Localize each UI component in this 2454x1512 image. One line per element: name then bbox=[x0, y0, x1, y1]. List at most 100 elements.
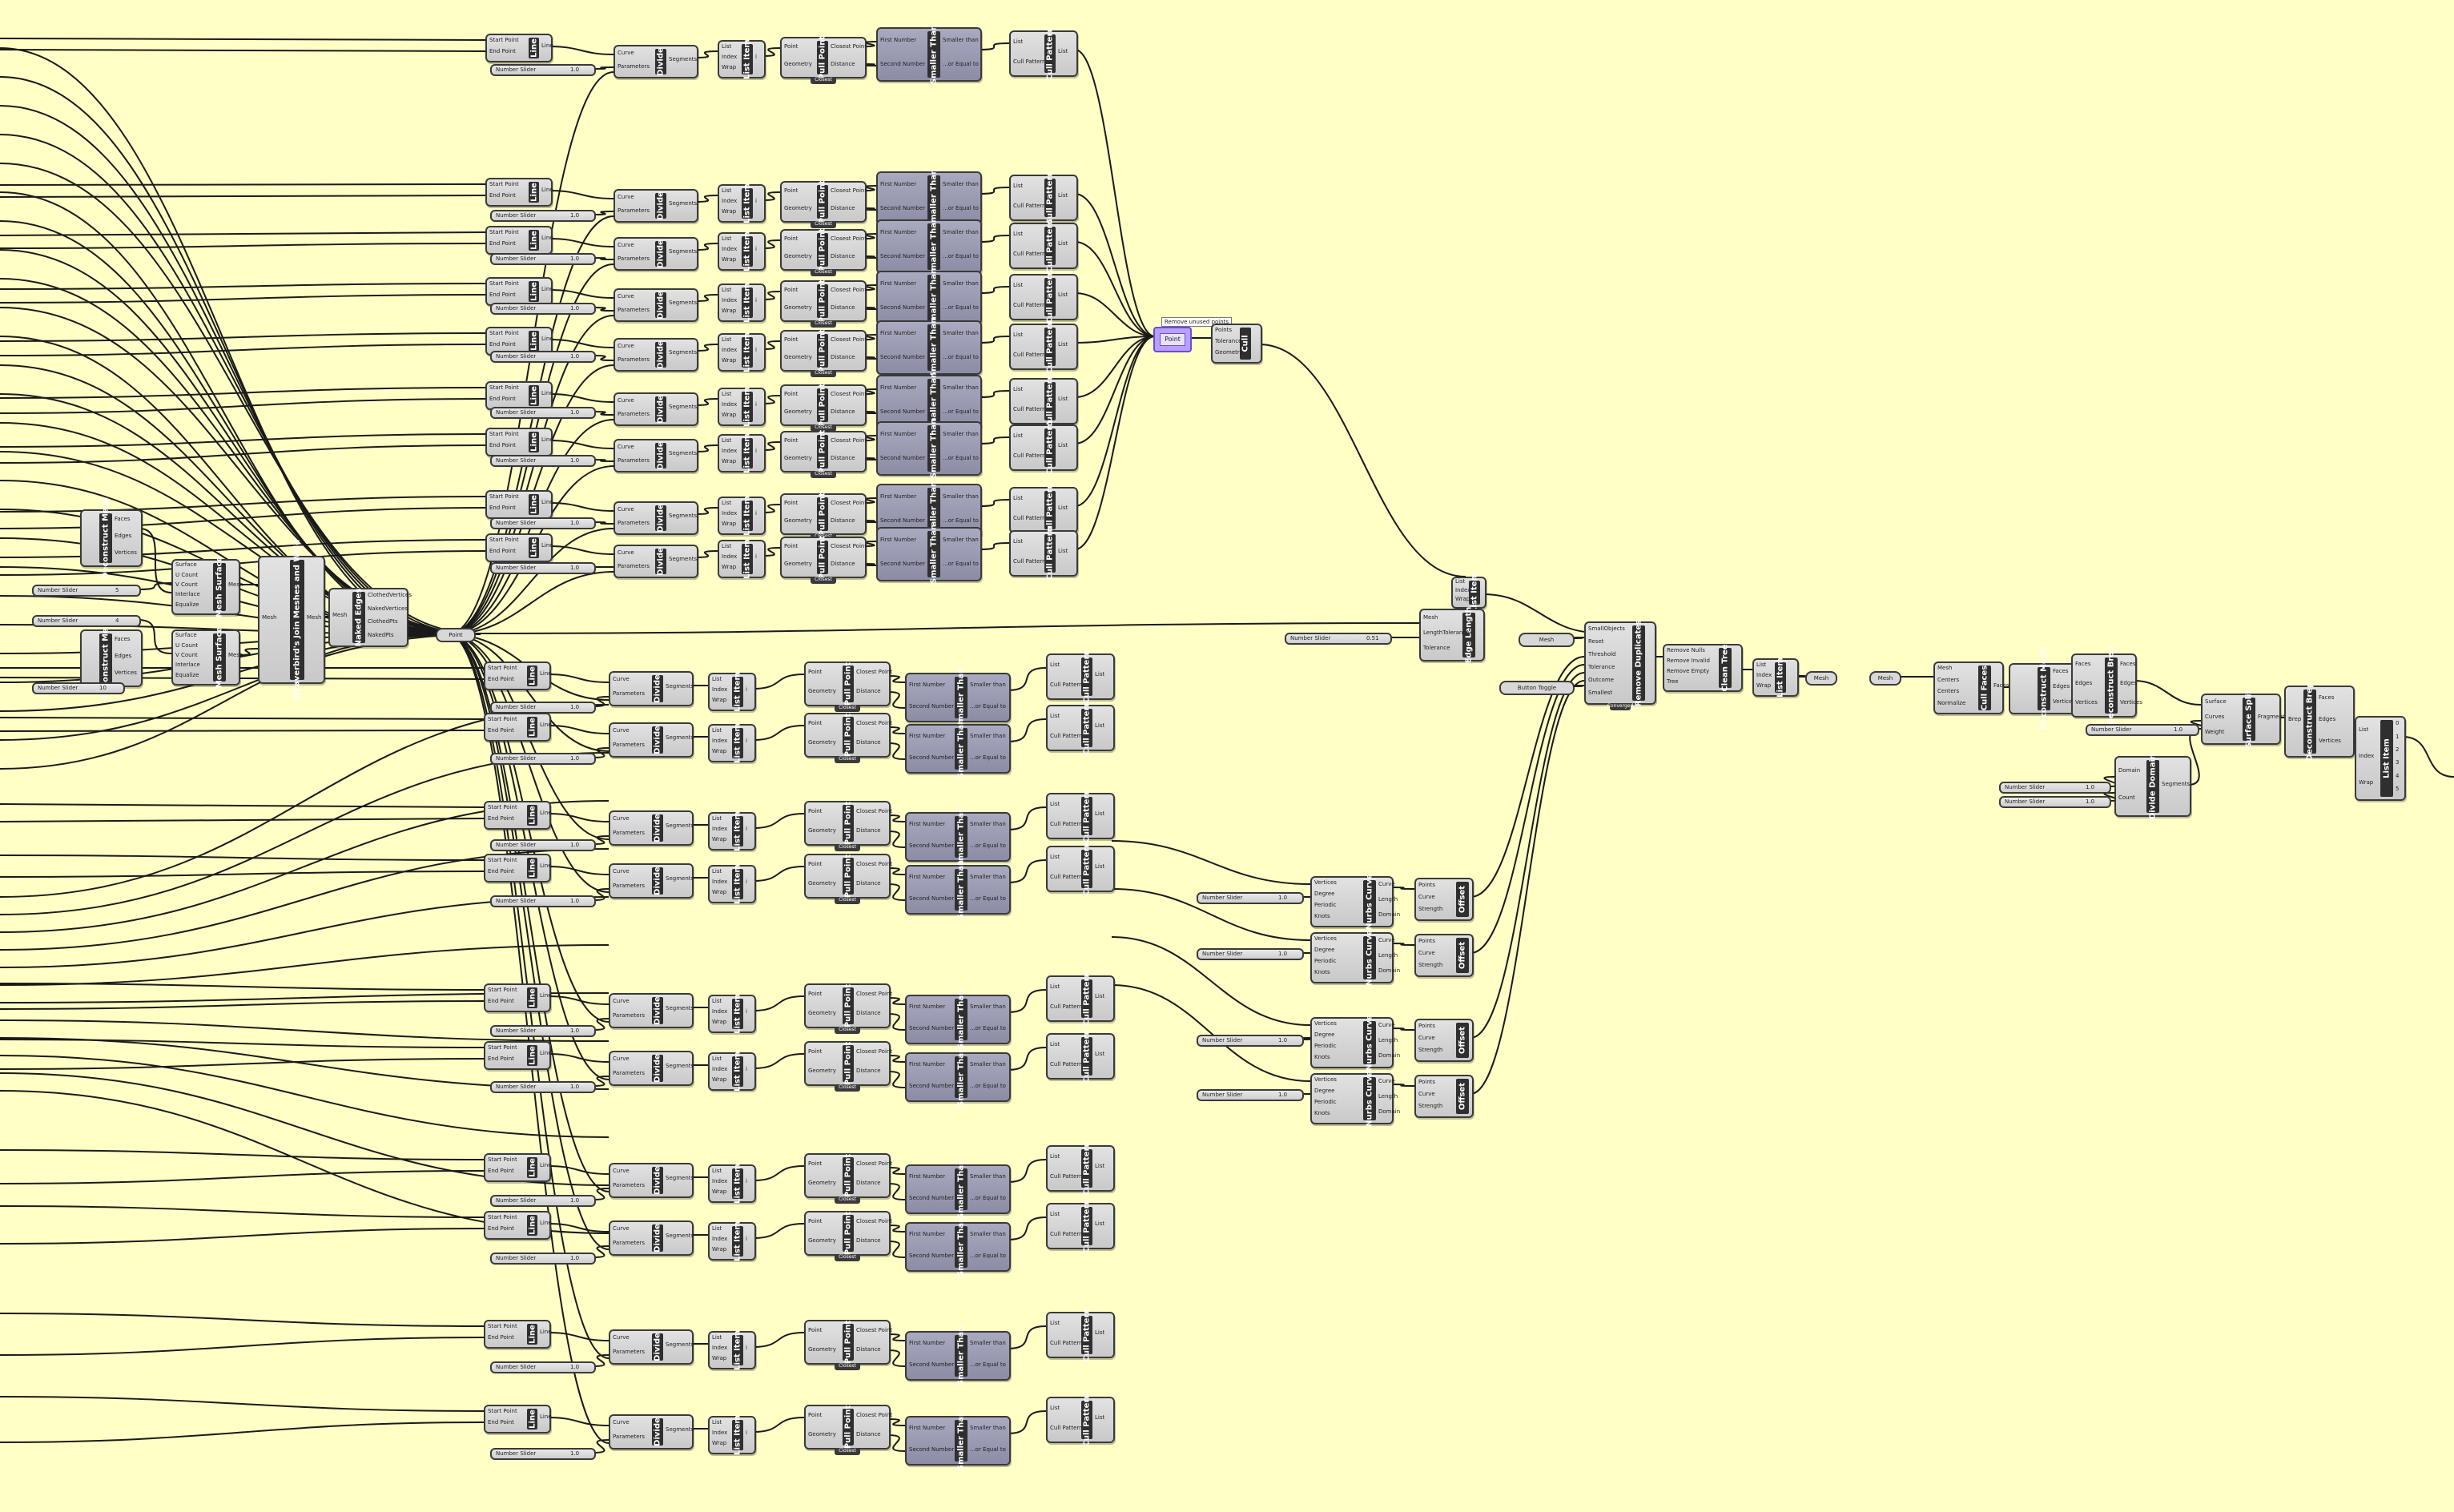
mesh-param[interactable]: Mesh bbox=[1519, 633, 1575, 647]
mesh-pill-1[interactable]: Mesh bbox=[1805, 671, 1837, 686]
merge-component-selected[interactable]: Point bbox=[1153, 327, 1192, 352]
mesh-pill-2[interactable]: Mesh bbox=[1869, 671, 1901, 686]
button-param[interactable]: Button Toggle bbox=[1499, 681, 1575, 695]
